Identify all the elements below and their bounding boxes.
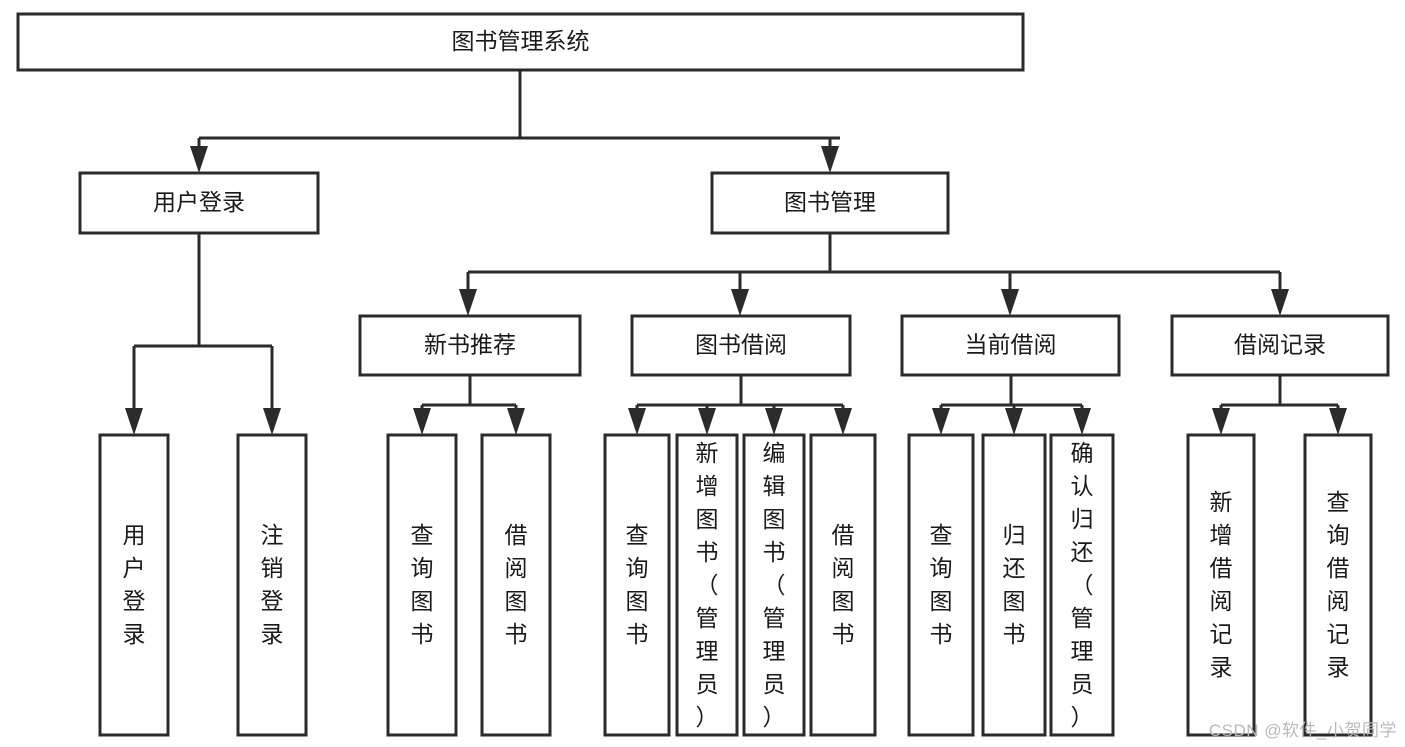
arrow-down-icon	[507, 408, 525, 435]
node-leaf-confirm-return[interactable]: 确认归还（管理员）	[1049, 433, 1115, 737]
arrow-down-icon	[190, 146, 208, 173]
node-leaf-query-book-borrow[interactable]: 查询图书	[603, 433, 671, 737]
arrow-down-icon	[731, 289, 749, 316]
node-rect[interactable]	[1170, 314, 1390, 377]
node-rect[interactable]	[710, 171, 950, 235]
node-leaf-query-record[interactable]: 查询借阅记录	[1303, 433, 1373, 737]
node-leaf-borrow-book-rec[interactable]: 借阅图书	[480, 433, 552, 737]
node-label: 归还图书	[1003, 522, 1026, 647]
node-leaf-add-book[interactable]: 新增图书（管理员）	[675, 433, 739, 737]
node-rect[interactable]	[675, 433, 739, 737]
node-rect[interactable]	[630, 314, 852, 377]
node-leaf-add-record[interactable]: 新增借阅记录	[1186, 433, 1256, 737]
arrow-down-icon	[459, 289, 477, 316]
arrow-down-icon	[125, 408, 143, 435]
node-leaf-user-login[interactable]: 用户登录	[98, 433, 170, 737]
node-label: 查询图书	[626, 522, 649, 647]
node-rect[interactable]	[907, 433, 975, 737]
node-rect[interactable]	[98, 433, 170, 737]
node-rect[interactable]	[16, 12, 1025, 72]
node-leaf-logout[interactable]: 注销登录	[236, 433, 308, 737]
node-leaf-query-book-rec[interactable]: 查询图书	[386, 433, 458, 737]
node-label: 图书借阅	[695, 332, 787, 358]
arrow-down-icon	[698, 408, 716, 435]
arrow-down-icon	[932, 408, 950, 435]
node-label: 借阅记录	[1234, 332, 1326, 358]
node-label: 查询图书	[930, 522, 953, 647]
node-rect[interactable]	[981, 433, 1047, 737]
node-label: 当前借阅	[965, 332, 1057, 358]
node-book-borrow[interactable]: 图书借阅	[630, 314, 852, 377]
node-rect[interactable]	[1049, 433, 1115, 737]
csdn-watermark: CSDN @软件_小贺同学	[1208, 721, 1397, 740]
arrow-down-icon	[765, 408, 783, 435]
node-rect[interactable]	[603, 433, 671, 737]
node-new-book-rec[interactable]: 新书推荐	[358, 314, 582, 377]
arrow-down-icon	[1212, 408, 1230, 435]
node-rect[interactable]	[742, 433, 806, 737]
node-rect[interactable]	[358, 314, 582, 377]
arrow-down-icon	[263, 408, 281, 435]
node-rect[interactable]	[78, 171, 320, 235]
node-label: 新增图书（管理员）	[696, 440, 719, 730]
connector-layer	[125, 70, 1347, 435]
arrow-down-icon	[821, 146, 839, 173]
node-label: 查询借阅记录	[1327, 489, 1350, 680]
node-current-borrow[interactable]: 当前借阅	[900, 314, 1121, 377]
node-rect[interactable]	[480, 433, 552, 737]
arrow-down-icon	[1005, 408, 1023, 435]
node-leaf-query-book-cur[interactable]: 查询图书	[907, 433, 975, 737]
node-label: 借阅图书	[505, 522, 528, 647]
node-label: 图书管理系统	[452, 28, 590, 54]
node-layer: 图书管理系统用户登录图书管理新书推荐图书借阅当前借阅借阅记录用户登录注销登录查询…	[16, 12, 1390, 737]
node-borrow-record[interactable]: 借阅记录	[1170, 314, 1390, 377]
node-leaf-borrow-book[interactable]: 借阅图书	[809, 433, 877, 737]
node-rect[interactable]	[900, 314, 1121, 377]
arrow-down-icon	[1329, 408, 1347, 435]
arrow-down-icon	[413, 408, 431, 435]
node-rect[interactable]	[236, 433, 308, 737]
node-book-manage[interactable]: 图书管理	[710, 171, 950, 235]
node-label: 用户登录	[123, 522, 146, 647]
node-leaf-return-book[interactable]: 归还图书	[981, 433, 1047, 737]
arrow-down-icon	[834, 408, 852, 435]
node-label: 编辑图书（管理员）	[763, 440, 786, 730]
node-label: 新增借阅记录	[1210, 489, 1233, 680]
node-rect[interactable]	[1186, 433, 1256, 737]
node-rect[interactable]	[386, 433, 458, 737]
node-leaf-edit-book[interactable]: 编辑图书（管理员）	[742, 433, 806, 737]
node-rect[interactable]	[809, 433, 877, 737]
node-label: 新书推荐	[424, 332, 516, 358]
node-label: 确认归还（管理员）	[1071, 440, 1094, 730]
node-rect[interactable]	[1303, 433, 1373, 737]
arrow-down-icon	[628, 408, 646, 435]
node-root[interactable]: 图书管理系统	[16, 12, 1025, 72]
arrow-down-icon	[1001, 289, 1019, 316]
node-label: 借阅图书	[832, 522, 855, 647]
arrow-down-icon	[1073, 408, 1091, 435]
node-user-login[interactable]: 用户登录	[78, 171, 320, 235]
node-label: 注销登录	[261, 522, 284, 647]
node-label: 查询图书	[411, 522, 434, 647]
arrow-down-icon	[1271, 289, 1289, 316]
node-label: 图书管理	[784, 189, 876, 215]
node-label: 用户登录	[153, 189, 245, 215]
